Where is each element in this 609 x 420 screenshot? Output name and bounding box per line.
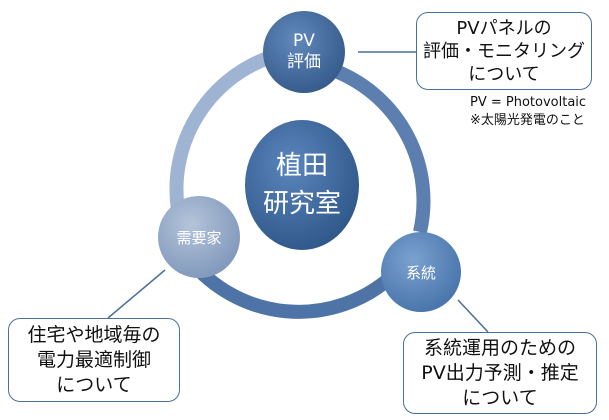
grid-box-line-1: 系統運用のための [423,336,576,359]
demand-node: 需要家 [158,196,240,278]
grid-box-line-2: PV出力予測・推定 [421,361,579,384]
grid-node-label: 系統 [405,263,436,282]
pv-note-1: PV = Photovoltaic [470,95,587,110]
pv-node-line-2: 評価 [287,52,321,72]
demand-node-circle [158,196,240,278]
ring-arc-pv-grid [335,65,431,234]
ring-arc-demand-pv [169,51,271,212]
pv-note-2: ※太陽光発電のこと [470,113,585,128]
pv-node-circle [263,11,345,93]
grid-description-box: 系統運用のための PV出力予測・推定 について [403,332,597,414]
grid-box-line-3: について [462,386,538,409]
pv-node: PV 評価 [263,11,345,93]
demand-box-line-2: 電力最適制御 [36,348,151,371]
demand-box-line-3: について [56,373,132,396]
grid-node-circle [381,232,461,312]
center-node: 植田 研究室 [245,120,359,250]
center-line-2: 研究室 [262,189,341,219]
demand-box-line-1: 住宅や地域毎の [27,323,161,346]
demand-node-label: 需要家 [176,228,222,247]
pv-node-line-1: PV [293,31,315,51]
center-line-1: 植田 [275,151,328,181]
pv-box-line-1: PVパネルの [456,17,552,39]
pv-box-line-3: について [468,63,540,85]
ring-arc-grid-demand [184,255,395,319]
center-circle [245,120,359,250]
connector-grid [457,299,489,333]
connector-demand [107,269,166,319]
grid-node: 系統 [381,232,461,312]
pv-description-box: PVパネルの 評価・モニタリング について [416,12,592,90]
demand-description-box: 住宅や地域毎の 電力最適制御 について [8,318,180,402]
pv-box-line-2: 評価・モニタリング [423,40,585,62]
